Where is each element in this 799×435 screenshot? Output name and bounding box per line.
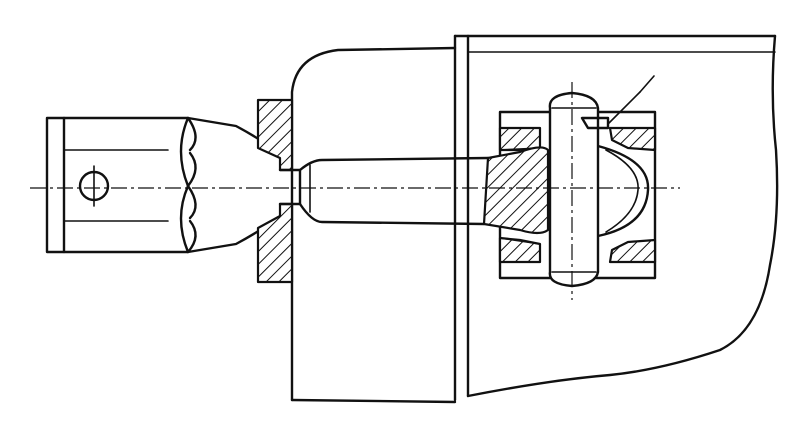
bushing-flange: [256, 98, 294, 284]
cross-pin: [78, 165, 110, 207]
socket-bearing: [498, 110, 657, 280]
clevis-fork: [45, 116, 286, 254]
ball-joint: [482, 144, 650, 238]
center-lines: [30, 82, 680, 300]
leader-line: [607, 75, 655, 125]
connecting-rod: [278, 156, 490, 226]
mounting-plate: [453, 34, 779, 402]
retaining-pin: [548, 91, 610, 288]
housing-body: [290, 46, 457, 404]
